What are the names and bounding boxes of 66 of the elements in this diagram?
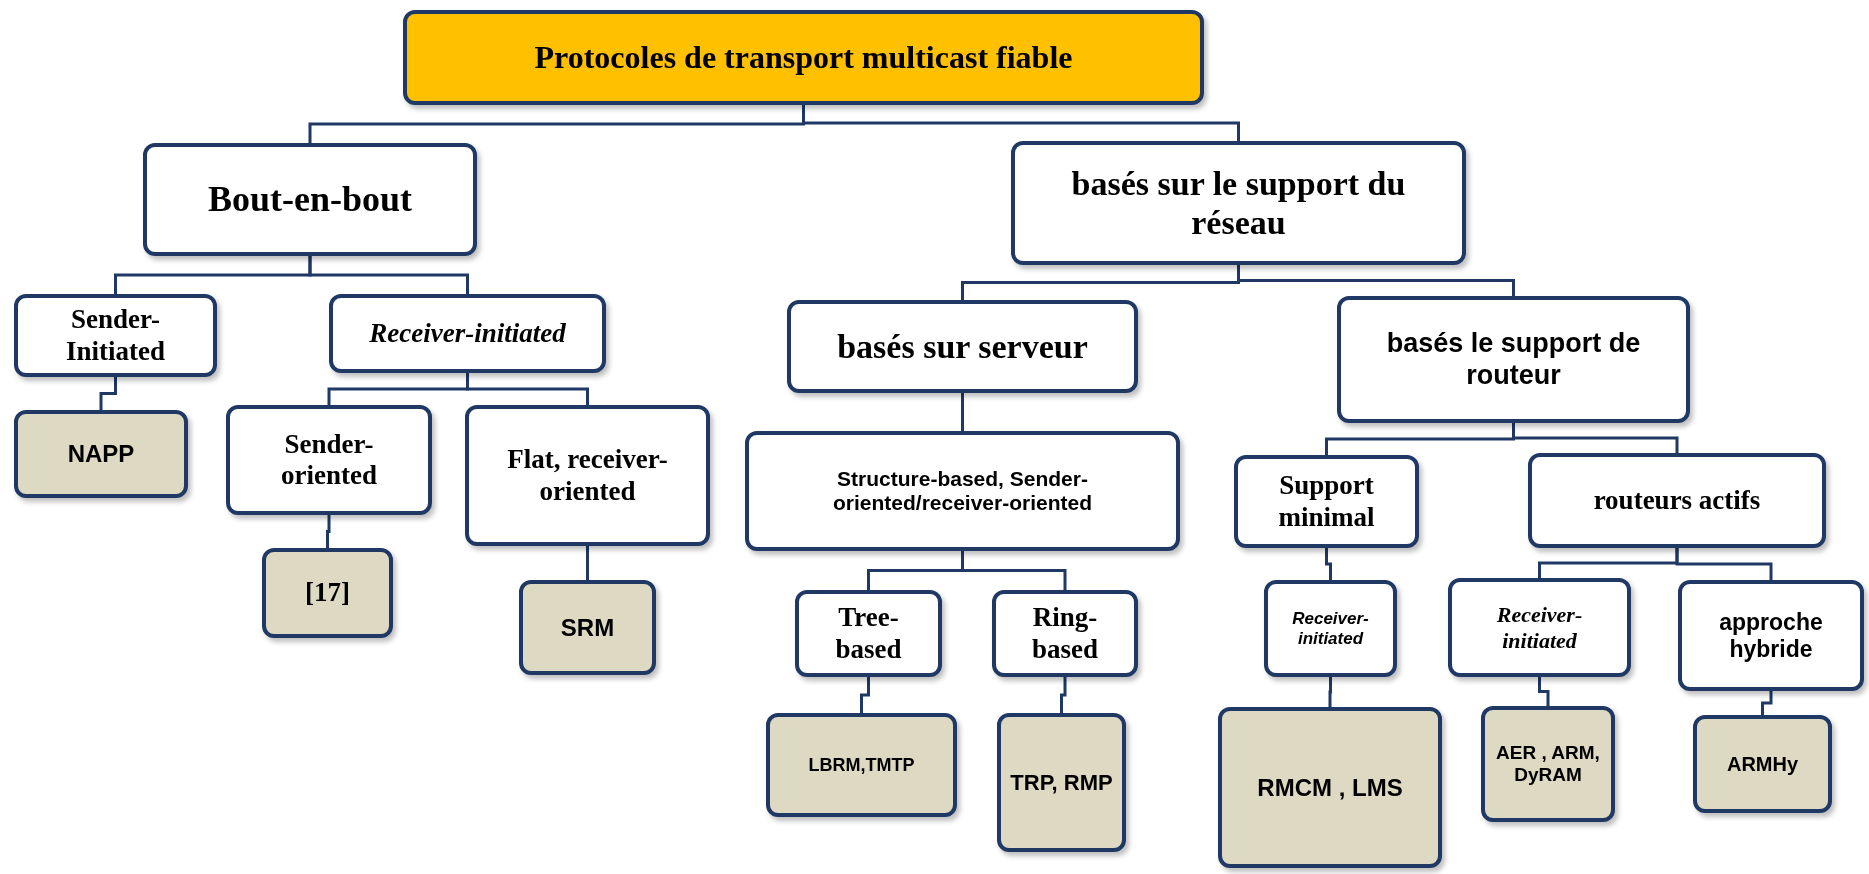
connector-line bbox=[961, 393, 964, 431]
category-box bbox=[1678, 580, 1864, 691]
node-label: ARMHy bbox=[1726, 752, 1799, 776]
connector-line bbox=[1761, 691, 1773, 715]
category-box bbox=[14, 410, 188, 498]
node-label: NAPP bbox=[67, 440, 135, 468]
category-box bbox=[1528, 453, 1826, 548]
category-box bbox=[1448, 578, 1631, 677]
category-box bbox=[997, 713, 1126, 852]
category-box bbox=[14, 294, 217, 377]
category-box bbox=[1693, 715, 1832, 813]
category-box bbox=[1481, 706, 1615, 822]
connector-line bbox=[1512, 423, 1679, 453]
category-box bbox=[1264, 580, 1397, 677]
node-label: Sender-Initiated bbox=[65, 304, 166, 367]
category-box bbox=[1234, 455, 1419, 548]
connector-line bbox=[308, 256, 469, 294]
category-box bbox=[992, 590, 1138, 677]
node-label: RMCM , LMS bbox=[1257, 773, 1403, 802]
node-label: Flat, receiver-oriented bbox=[506, 444, 669, 507]
node-label: Structure-based, Sender-oriented/receiver-oriented bbox=[831, 466, 1094, 516]
category-box bbox=[262, 548, 393, 638]
connector-line bbox=[802, 105, 1240, 141]
category-box bbox=[1218, 707, 1442, 868]
connector-line bbox=[1060, 677, 1067, 713]
category-box bbox=[1011, 141, 1466, 265]
connector-line bbox=[1675, 548, 1773, 580]
category-box bbox=[766, 713, 957, 817]
node-label: Ring-based bbox=[1031, 602, 1099, 665]
node-label: TRP, RMP bbox=[1010, 769, 1113, 796]
node-label: approche hybride bbox=[1718, 609, 1824, 662]
category-box bbox=[226, 405, 432, 515]
node-label: Protocoles de transport multicast fiable bbox=[534, 39, 1073, 76]
node-label: Sender-oriented bbox=[280, 428, 378, 492]
node-label: AER , ARM, DyRAM bbox=[1495, 742, 1601, 786]
node-label: Support minimal bbox=[1277, 470, 1376, 533]
category-box bbox=[787, 300, 1138, 393]
connector-line bbox=[466, 373, 589, 405]
node-label: basés le support de routeur bbox=[1385, 328, 1642, 391]
node-label: basés sur le support du réseau bbox=[1070, 163, 1407, 243]
category-box bbox=[795, 590, 942, 677]
category-box bbox=[329, 294, 606, 373]
connector-line bbox=[586, 546, 589, 580]
title-box bbox=[403, 10, 1204, 105]
connector-line bbox=[860, 677, 870, 713]
connector-line bbox=[1325, 548, 1332, 580]
category-box bbox=[745, 431, 1180, 551]
category-box bbox=[1337, 296, 1690, 423]
node-label: Tree-based bbox=[834, 602, 903, 665]
node-label: Receiver-initiated bbox=[1495, 602, 1584, 653]
node-label: SRM bbox=[560, 613, 615, 642]
connector-line bbox=[326, 515, 331, 548]
node-label: Bout-en-bout bbox=[208, 178, 412, 221]
connector-line bbox=[1538, 677, 1550, 706]
connector-line bbox=[99, 377, 117, 410]
category-box bbox=[465, 405, 710, 546]
node-label: LBRM,TMTP bbox=[808, 754, 915, 776]
node-label: routeurs actifs bbox=[1593, 484, 1761, 516]
node-label: Receiver-initiated bbox=[1291, 608, 1370, 649]
node-label: [17] bbox=[305, 577, 350, 609]
node-label: Receiver-initiated bbox=[369, 317, 566, 349]
connector-line bbox=[1328, 677, 1332, 707]
connector-line bbox=[1237, 265, 1515, 296]
node-label: basés sur serveur bbox=[837, 326, 1088, 367]
category-box bbox=[519, 580, 656, 675]
category-box bbox=[143, 143, 477, 256]
